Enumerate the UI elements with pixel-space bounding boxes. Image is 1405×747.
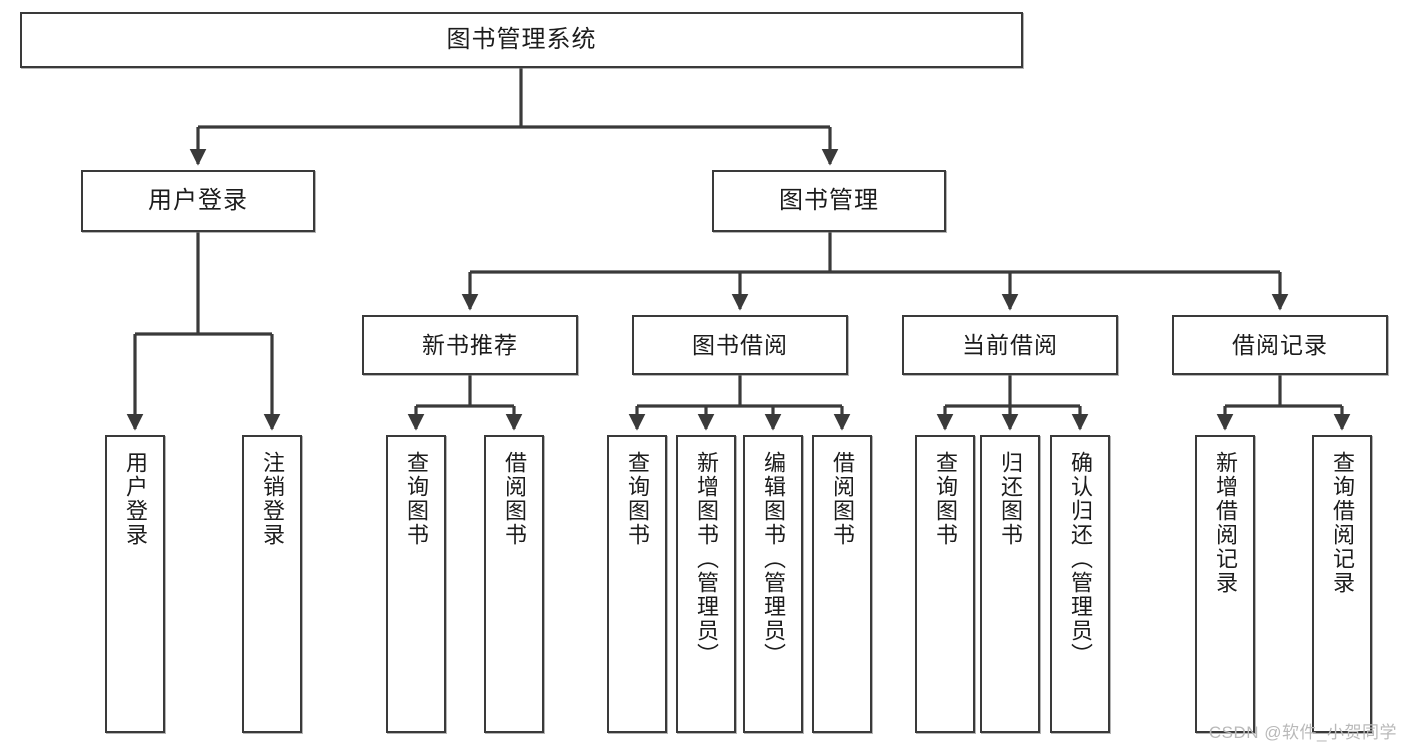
node-leaf-cur-return-book-label: 归还图书 xyxy=(997,451,1023,547)
node-leaf-rec-query-book-label: 查询图书 xyxy=(403,451,429,547)
node-leaf-bor-edit-book-label: 编辑图书（管理员） xyxy=(760,451,786,667)
node-borrow-record-label: 借阅记录 xyxy=(1232,331,1328,358)
node-new-book-rec[interactable]: 新书推荐 xyxy=(362,315,578,375)
node-root-label: 图书管理系统 xyxy=(446,26,597,53)
node-current-borrow-label: 当前借阅 xyxy=(962,331,1058,358)
node-leaf-user-logout-label: 注销登录 xyxy=(259,451,285,547)
csdn-watermark: CSDN @软件_小贺同学 xyxy=(1208,723,1397,742)
node-leaf-user-login[interactable]: 用户登录 xyxy=(105,435,165,733)
node-leaf-rec-borrow-book-label: 借阅图书 xyxy=(501,451,527,547)
node-book-manage[interactable]: 图书管理 xyxy=(712,170,946,232)
node-leaf-bor-edit-book[interactable]: 编辑图书（管理员） xyxy=(743,435,803,733)
node-leaf-cur-confirm-return-label: 确认归还（管理员） xyxy=(1067,451,1093,667)
node-leaf-cur-confirm-return[interactable]: 确认归还（管理员） xyxy=(1050,435,1110,733)
node-leaf-rec-add-record[interactable]: 新增借阅记录 xyxy=(1195,435,1255,733)
node-leaf-rec-query-record[interactable]: 查询借阅记录 xyxy=(1312,435,1372,733)
node-leaf-bor-query-book-label: 查询图书 xyxy=(624,451,650,547)
node-user-login-label: 用户登录 xyxy=(148,187,248,214)
node-leaf-bor-add-book-label: 新增图书（管理员） xyxy=(693,451,719,667)
node-user-login[interactable]: 用户登录 xyxy=(81,170,315,232)
node-book-manage-label: 图书管理 xyxy=(779,187,879,214)
node-leaf-bor-borrow-book[interactable]: 借阅图书 xyxy=(812,435,872,733)
node-new-book-rec-label: 新书推荐 xyxy=(422,331,518,358)
node-leaf-bor-query-book[interactable]: 查询图书 xyxy=(607,435,667,733)
node-root[interactable]: 图书管理系统 xyxy=(20,12,1023,68)
node-leaf-rec-query-record-label: 查询借阅记录 xyxy=(1329,451,1355,595)
node-current-borrow[interactable]: 当前借阅 xyxy=(902,315,1118,375)
node-borrow-record[interactable]: 借阅记录 xyxy=(1172,315,1388,375)
node-book-borrow-label: 图书借阅 xyxy=(692,331,788,358)
node-leaf-cur-return-book[interactable]: 归还图书 xyxy=(980,435,1040,733)
node-leaf-bor-add-book[interactable]: 新增图书（管理员） xyxy=(676,435,736,733)
node-book-borrow[interactable]: 图书借阅 xyxy=(632,315,848,375)
node-leaf-user-login-label: 用户登录 xyxy=(122,451,148,547)
node-leaf-rec-borrow-book[interactable]: 借阅图书 xyxy=(484,435,544,733)
node-leaf-rec-query-book[interactable]: 查询图书 xyxy=(386,435,446,733)
node-leaf-bor-borrow-book-label: 借阅图书 xyxy=(829,451,855,547)
node-leaf-cur-query-book[interactable]: 查询图书 xyxy=(915,435,975,733)
node-leaf-cur-query-book-label: 查询图书 xyxy=(932,451,958,547)
node-leaf-rec-add-record-label: 新增借阅记录 xyxy=(1212,451,1238,595)
node-leaf-user-logout[interactable]: 注销登录 xyxy=(242,435,302,733)
